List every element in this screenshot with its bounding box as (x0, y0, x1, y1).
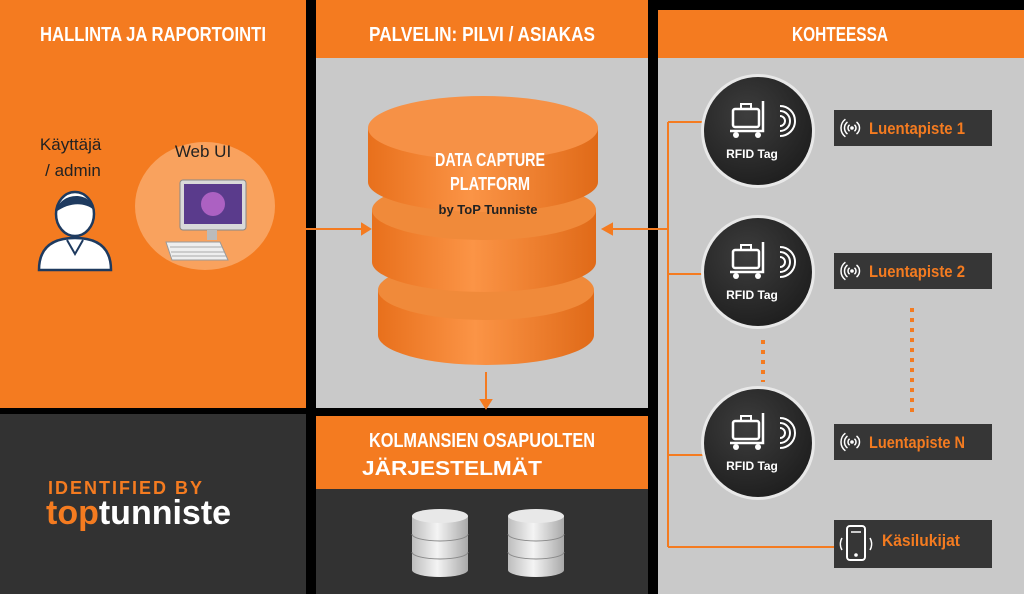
reader-box: Luentapiste 2 (834, 253, 992, 289)
phone-icon (839, 525, 873, 561)
computer-icon (165, 179, 247, 261)
luggage-cart-icon (730, 242, 765, 279)
center-panel-header: PALVELIN: PILVI / ASIAKAS (369, 24, 595, 46)
rfid-tag: RFID Tag (701, 386, 815, 500)
reader-label: Luentapiste 1 (869, 119, 965, 138)
user-icon (37, 190, 113, 272)
third-party-header-2: JÄRJESTELMÄT (362, 457, 542, 480)
left-panel-header: HALLINTA JA RAPORTOINTI (40, 24, 266, 46)
database-icon (368, 96, 598, 365)
platform-subtitle: by ToP Tunniste (439, 202, 538, 217)
signal-icon (840, 261, 861, 281)
third-party-header-bg (316, 416, 648, 489)
center-panel: PALVELIN: PILVI / ASIAKAS DATA CAPTURE P… (316, 0, 648, 408)
rfid-tag-label: RFID Tag (726, 288, 778, 302)
readers: Luentapiste 1 Luentapiste 2 Luentapiste N (834, 110, 992, 460)
left-panel: HALLINTA JA RAPORTOINTI Käyttäjä / admin… (0, 0, 306, 408)
third-party-panel: KOLMANSIEN OSAPUOLTEN JÄRJESTELMÄT (316, 416, 648, 594)
ellipsis-dots (761, 308, 914, 414)
logo-panel: IDENTIFIED BY toptunniste (0, 414, 306, 594)
luggage-cart-icon (730, 413, 765, 450)
connectors (286, 121, 836, 548)
logo-panel-bg (0, 414, 306, 594)
rfid-tag-label: RFID Tag (726, 459, 778, 473)
center-header-bg (316, 0, 648, 58)
webui-label: Web UI (175, 142, 231, 161)
reader-box-bg (834, 253, 992, 289)
logo-tagline: IDENTIFIED BY (48, 478, 204, 498)
rfid-tag: RFID Tag (701, 74, 815, 188)
reader-label: Luentapiste 2 (869, 262, 965, 281)
right-header-bg (658, 10, 1024, 58)
logo-brand: toptunniste (46, 494, 231, 532)
rfid-wave-icon (779, 246, 796, 278)
platform-title-1: DATA CAPTURE (435, 150, 545, 170)
signal-icon (840, 118, 861, 138)
rfid-wave-icon (779, 417, 796, 449)
reader-box: Luentapiste 1 (834, 110, 992, 146)
handheld-reader: Käsilukijat (834, 520, 992, 568)
rfid-tag-label: RFID Tag (726, 147, 778, 161)
third-party-header-1: KOLMANSIEN OSAPUOLTEN (369, 430, 595, 452)
third-party-bg (316, 489, 648, 594)
platform-title-2: PLATFORM (450, 174, 530, 194)
user-label: Käyttäjä / admin (40, 135, 106, 180)
rfid-tag: RFID Tag (701, 215, 815, 329)
rfid-wave-icon (779, 105, 796, 137)
luggage-cart-icon (730, 101, 765, 138)
right-panel-header: KOHTEESSA (792, 24, 888, 46)
handheld-label: Käsilukijat (882, 531, 960, 550)
reader-box: Luentapiste N (834, 424, 992, 460)
database-icon (507, 509, 565, 577)
reader-box-bg (834, 110, 992, 146)
reader-label: Luentapiste N (869, 433, 965, 452)
reader-box-bg (834, 424, 992, 460)
signal-icon (840, 432, 861, 452)
database-icon (411, 509, 469, 577)
